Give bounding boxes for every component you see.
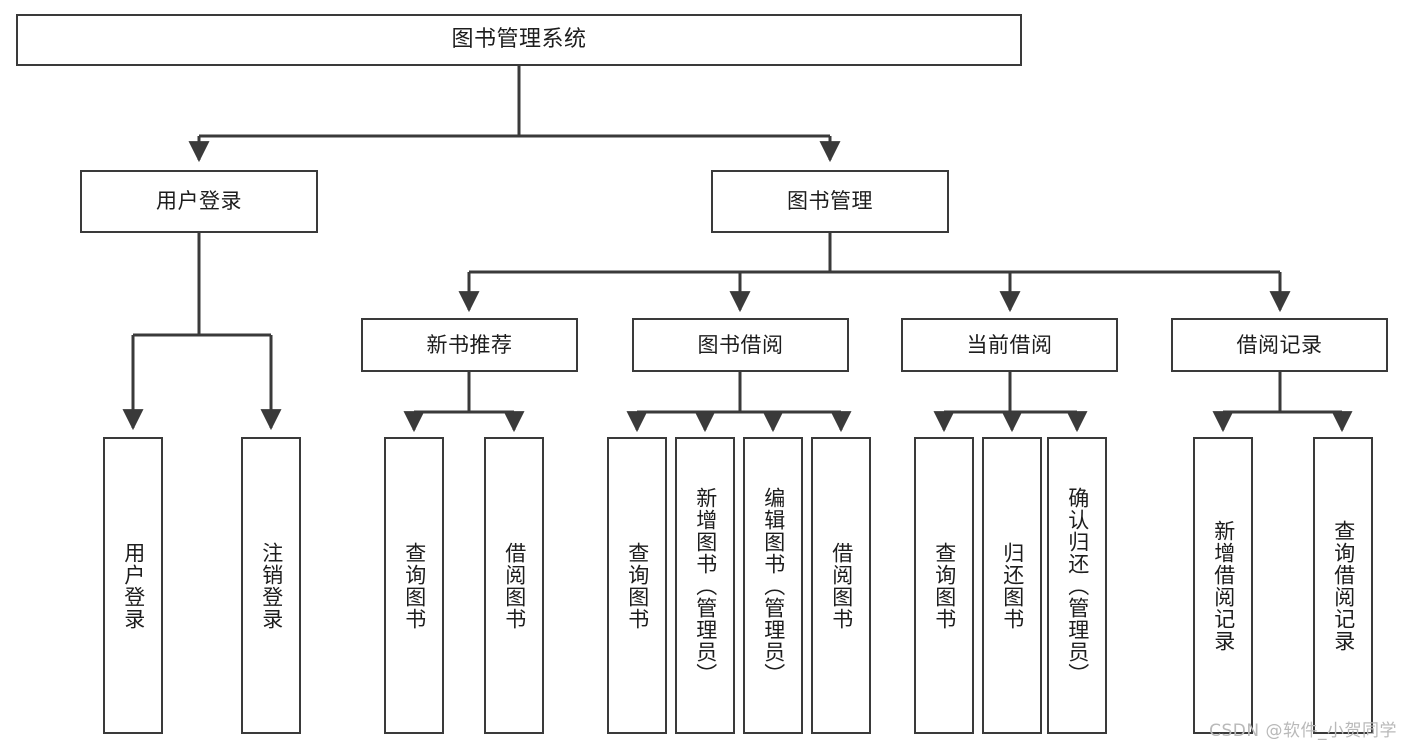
leaf-user-login-logout[interactable]: 注销登录: [241, 437, 301, 734]
leaf-borrow-borrow-book[interactable]: 借阅图书: [811, 437, 871, 734]
node-label: 图书借阅: [697, 332, 784, 357]
node-label: 借阅图书: [829, 541, 854, 630]
leaf-borrow-query-book[interactable]: 查询图书: [607, 437, 667, 734]
node-label: 借阅图书: [502, 541, 527, 630]
node-label: 图书管理系统: [451, 27, 587, 53]
node-label: 用户登录: [121, 541, 146, 630]
leaf-current-query-book[interactable]: 查询图书: [914, 437, 974, 734]
leaf-borrow-edit-book[interactable]: 编辑图书（管理员）: [743, 437, 803, 734]
node-label: 确认归还（管理员）: [1065, 486, 1090, 685]
node-borrow-record[interactable]: 借阅记录: [1171, 318, 1388, 372]
node-label: 新增图书（管理员）: [693, 486, 718, 685]
leaf-borrow-add-book[interactable]: 新增图书（管理员）: [675, 437, 735, 734]
leaf-current-confirm-return[interactable]: 确认归还（管理员）: [1047, 437, 1107, 734]
node-label: 用户登录: [156, 189, 242, 214]
node-label: 查询借阅记录: [1331, 519, 1356, 652]
node-book-borrow[interactable]: 图书借阅: [632, 318, 849, 372]
csdn-watermark: CSDN @软件_小贺同学: [1209, 721, 1397, 741]
node-book-management[interactable]: 图书管理: [711, 170, 949, 233]
leaf-recommend-query-book[interactable]: 查询图书: [384, 437, 444, 734]
node-label: 查询图书: [625, 541, 650, 630]
node-current-borrow[interactable]: 当前借阅: [901, 318, 1118, 372]
node-new-book-recommend[interactable]: 新书推荐: [361, 318, 578, 372]
node-label: 图书管理: [787, 189, 873, 214]
node-label: 编辑图书（管理员）: [761, 486, 786, 685]
leaf-current-return-book[interactable]: 归还图书: [982, 437, 1042, 734]
node-label: 新书推荐: [426, 332, 513, 357]
leaf-record-query-record[interactable]: 查询借阅记录: [1313, 437, 1373, 734]
node-label: 查询图书: [402, 541, 427, 630]
leaf-record-add-record[interactable]: 新增借阅记录: [1193, 437, 1253, 734]
node-label: 新增借阅记录: [1211, 519, 1236, 652]
node-root-system[interactable]: 图书管理系统: [16, 14, 1022, 66]
node-label: 归还图书: [1000, 541, 1025, 630]
node-user-login[interactable]: 用户登录: [80, 170, 318, 233]
leaf-recommend-borrow-book[interactable]: 借阅图书: [484, 437, 544, 734]
node-label: 查询图书: [932, 541, 957, 630]
node-label: 注销登录: [259, 541, 284, 630]
node-label: 借阅记录: [1236, 332, 1323, 357]
leaf-user-login-login[interactable]: 用户登录: [103, 437, 163, 734]
node-label: 当前借阅: [966, 332, 1053, 357]
